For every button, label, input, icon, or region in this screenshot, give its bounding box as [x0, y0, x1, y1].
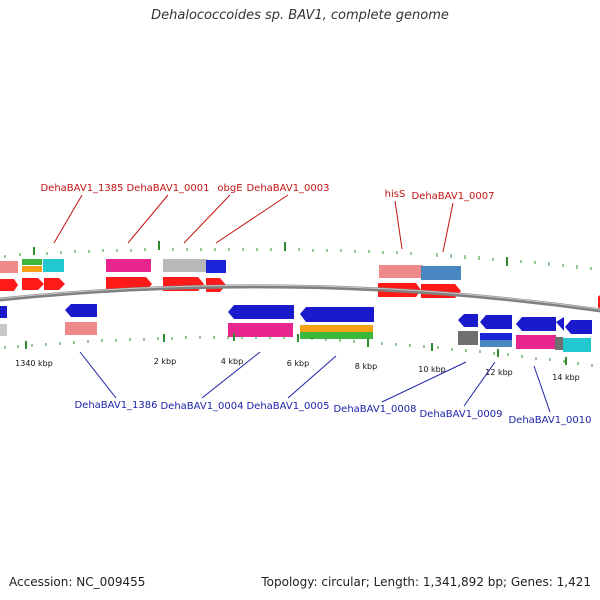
genome-backbone-highlight — [0, 284, 600, 310]
gene-box — [228, 323, 293, 337]
gene-box — [22, 266, 42, 272]
gene-label-bottom: DehaBAV1_0008 — [333, 404, 416, 415]
position-label: 10 kbp — [418, 365, 446, 374]
gene-box — [0, 324, 7, 336]
gene-box — [300, 325, 373, 332]
position-labels: 1340 kbp 2 kbp 4 kbp 6 kbp 8 kbp 10 kbp … — [15, 357, 580, 382]
gene-label-top: DehaBAV1_0001 — [126, 183, 209, 194]
gene-label-bottom: DehaBAV1_0005 — [246, 401, 329, 412]
gene-box — [300, 332, 373, 339]
reverse-genes — [0, 304, 592, 352]
genome-backbone — [0, 284, 600, 313]
gene-label-bottom: DehaBAV1_1386 — [74, 400, 157, 411]
gene-label-top: DehaBAV1_0003 — [246, 183, 329, 194]
forward-genes — [0, 259, 600, 309]
gene-box — [0, 261, 18, 273]
position-label: 6 kbp — [287, 359, 309, 368]
cds-arrow — [480, 315, 512, 329]
gene-box — [106, 259, 151, 272]
gene-box — [379, 265, 423, 278]
gene-box — [516, 335, 556, 349]
cds-arrow — [22, 278, 44, 290]
gene-box — [480, 340, 512, 347]
gene-label-bottom: DehaBAV1_0009 — [419, 409, 502, 420]
gene-label-top: hisS — [385, 189, 406, 200]
cds-arrow — [300, 307, 374, 322]
accession-text: Accession: NC_009455 — [9, 575, 146, 589]
cds-arrow — [516, 317, 556, 331]
reverse-gene-labels: DehaBAV1_1386 DehaBAV1_0004 DehaBAV1_000… — [74, 351, 592, 426]
forward-gene-labels: DehaBAV1_1385 DehaBAV1_0001 obgE DehaBAV… — [40, 183, 495, 253]
cds-arrow — [565, 320, 592, 334]
position-label: 14 kbp — [552, 373, 580, 382]
position-label: 12 kbp — [485, 368, 513, 377]
gene-box — [555, 337, 563, 350]
gene-box — [22, 259, 42, 265]
gene-label-top: obgE — [217, 183, 242, 194]
gene-label-top: DehaBAV1_0007 — [411, 191, 494, 202]
position-label: 1340 kbp — [15, 359, 53, 368]
gene-box — [458, 331, 478, 345]
gene-label-bottom: DehaBAV1_0010 — [508, 415, 591, 426]
gene-label-bottom: DehaBAV1_0004 — [160, 401, 243, 412]
gene-box — [563, 338, 591, 352]
gene-box — [65, 322, 97, 335]
cds-arrow — [65, 304, 97, 317]
cds-arrow — [458, 314, 478, 327]
cds-arrow — [228, 305, 294, 319]
gene-box — [43, 259, 64, 272]
position-label: 2 kbp — [154, 357, 176, 366]
topology-text: Topology: circular; Length: 1,341,892 bp… — [261, 575, 591, 589]
position-label: 4 kbp — [221, 357, 243, 366]
cds-arrow — [0, 279, 18, 291]
position-label: 8 kbp — [355, 362, 377, 371]
gene-box — [206, 260, 226, 273]
gene-label-top: DehaBAV1_1385 — [40, 183, 123, 194]
gene-box — [421, 266, 461, 280]
cds-arrow — [0, 306, 7, 318]
gene-box — [480, 333, 512, 340]
cds-arrow — [556, 317, 564, 331]
gene-box — [163, 259, 207, 272]
top-tick-track — [4, 241, 592, 270]
figure-title: Dehalococcoides sp. BAV1, complete genom… — [151, 8, 449, 23]
bottom-tick-track — [4, 333, 593, 367]
cds-arrow — [44, 278, 65, 290]
